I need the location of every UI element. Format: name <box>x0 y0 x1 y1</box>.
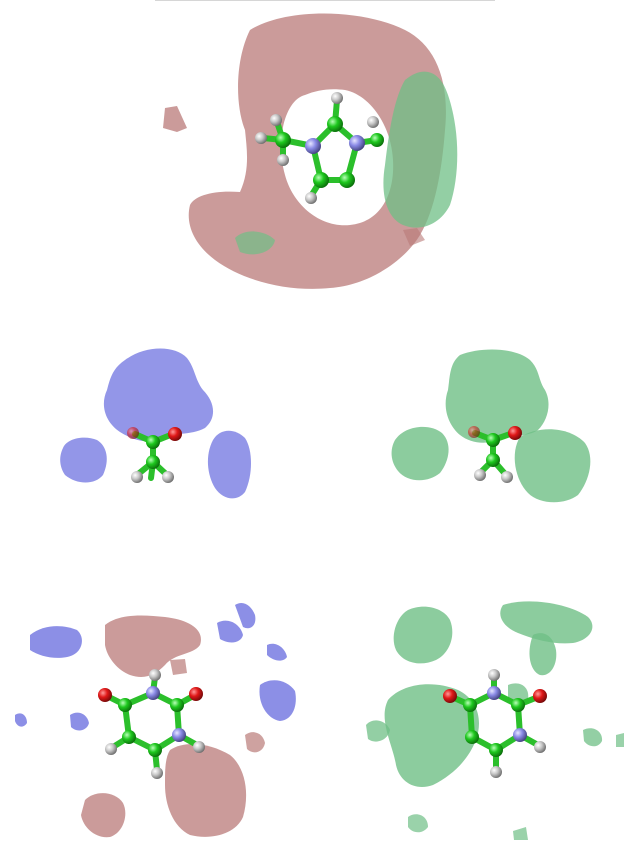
green-isosurface-fragment <box>513 827 528 840</box>
blue-isosurface-fragment <box>30 626 82 658</box>
panel-acetate-green <box>390 345 605 510</box>
carbon-atom <box>465 730 479 744</box>
hydrogen-atom <box>151 767 163 779</box>
carbon-atom <box>370 133 384 147</box>
hydrogen-atom <box>270 114 282 126</box>
red-isosurface-fragment <box>81 793 126 838</box>
oxygen-atom <box>168 427 182 441</box>
carbon-atom <box>463 698 477 712</box>
green-isosurface <box>383 71 458 228</box>
carbon-atom <box>486 433 500 447</box>
acetate-green-isosurface-svg <box>391 349 591 503</box>
hydrogen-atom <box>149 669 161 681</box>
red-isosurface <box>188 13 446 289</box>
top-border-line <box>155 0 495 1</box>
hydrogen-atom <box>488 669 500 681</box>
carbon-atom <box>146 435 160 449</box>
imidazolium-isosurface-svg <box>163 13 458 289</box>
nitrogen-atom <box>305 138 321 154</box>
carbon-atom <box>118 698 132 712</box>
carbon-atom <box>339 172 355 188</box>
nitrogen-atom <box>349 135 365 151</box>
carbon-atom <box>122 730 136 744</box>
green-isosurface-fragment <box>583 728 603 747</box>
red-isosurface-fragment <box>165 743 247 837</box>
green-isosurface-fragment <box>529 633 557 676</box>
hydrogen-atom <box>305 192 317 204</box>
hydrogen-atom <box>105 743 117 755</box>
green-isosurface-fragment <box>235 231 275 255</box>
red-isosurface-fragment <box>163 106 187 132</box>
carbon-atom <box>511 698 525 712</box>
green-isosurface-fragment <box>408 814 428 833</box>
hydrogen-atom <box>277 154 289 166</box>
acetate-blue-isosurface-svg <box>60 348 251 499</box>
hydrogen-atom <box>193 741 205 753</box>
green-isosurface-fragment <box>391 426 449 481</box>
hydrogen-atom <box>162 471 174 483</box>
oxygen-atom <box>127 427 139 439</box>
carbon-atom <box>313 172 329 188</box>
nitrogen-atom <box>146 686 160 700</box>
green-isosurface-fragment <box>366 720 390 742</box>
blue-isosurface-fragment <box>267 643 287 661</box>
red-isosurface-fragment <box>245 732 265 753</box>
oxygen-atom <box>443 689 457 703</box>
carbon-atom <box>489 743 503 757</box>
red-isosurface-fragment <box>403 228 425 246</box>
hydrogen-atom <box>501 471 513 483</box>
blue-isosurface-fragment <box>207 430 251 499</box>
hydrogen-atom <box>474 469 486 481</box>
nitrogen-atom <box>487 686 501 700</box>
hydrogen-atom <box>331 92 343 104</box>
hydrogen-atom <box>534 741 546 753</box>
carbon-atom <box>327 116 343 132</box>
blue-isosurface-fragment <box>70 712 89 731</box>
hydrogen-atom <box>367 116 379 128</box>
blue-isosurface-fragment <box>259 680 296 721</box>
uracil-red-blue-isosurface-svg <box>15 603 296 838</box>
nitrogen-atom <box>513 728 527 742</box>
green-isosurface <box>445 349 549 443</box>
panel-acetate-blue <box>55 340 270 515</box>
panel-uracil-green <box>358 595 626 840</box>
panel-imidazolium <box>155 0 475 295</box>
green-isosurface <box>384 684 479 787</box>
oxygen-atom <box>468 426 480 438</box>
oxygen-atom <box>98 688 112 702</box>
green-isosurface-fragment <box>514 429 591 503</box>
carbon-atom <box>486 453 500 467</box>
green-isosurface-fragment <box>616 733 624 747</box>
panel-uracil-red-blue <box>5 595 300 840</box>
blue-isosurface <box>103 348 214 442</box>
hydrogen-atom <box>131 471 143 483</box>
carbon-atom <box>146 455 160 469</box>
oxygen-atom <box>508 426 522 440</box>
nitrogen-atom <box>172 728 186 742</box>
green-isosurface <box>393 606 453 664</box>
blue-isosurface-fragment <box>235 603 256 629</box>
uracil-green-isosurface-svg <box>366 601 624 840</box>
blue-isosurface-fragment <box>217 620 243 643</box>
hydrogen-atom <box>490 766 502 778</box>
carbon-atom <box>148 743 162 757</box>
hydrogen-atom <box>255 132 267 144</box>
carbon-atom <box>170 698 184 712</box>
oxygen-atom <box>533 689 547 703</box>
blue-isosurface-fragment <box>15 713 27 727</box>
blue-isosurface-fragment <box>60 437 107 483</box>
oxygen-atom <box>189 687 203 701</box>
red-isosurface-fragment <box>170 659 187 675</box>
carbon-atom <box>275 132 291 148</box>
red-isosurface <box>105 615 201 677</box>
green-isosurface-fragment <box>500 601 593 644</box>
